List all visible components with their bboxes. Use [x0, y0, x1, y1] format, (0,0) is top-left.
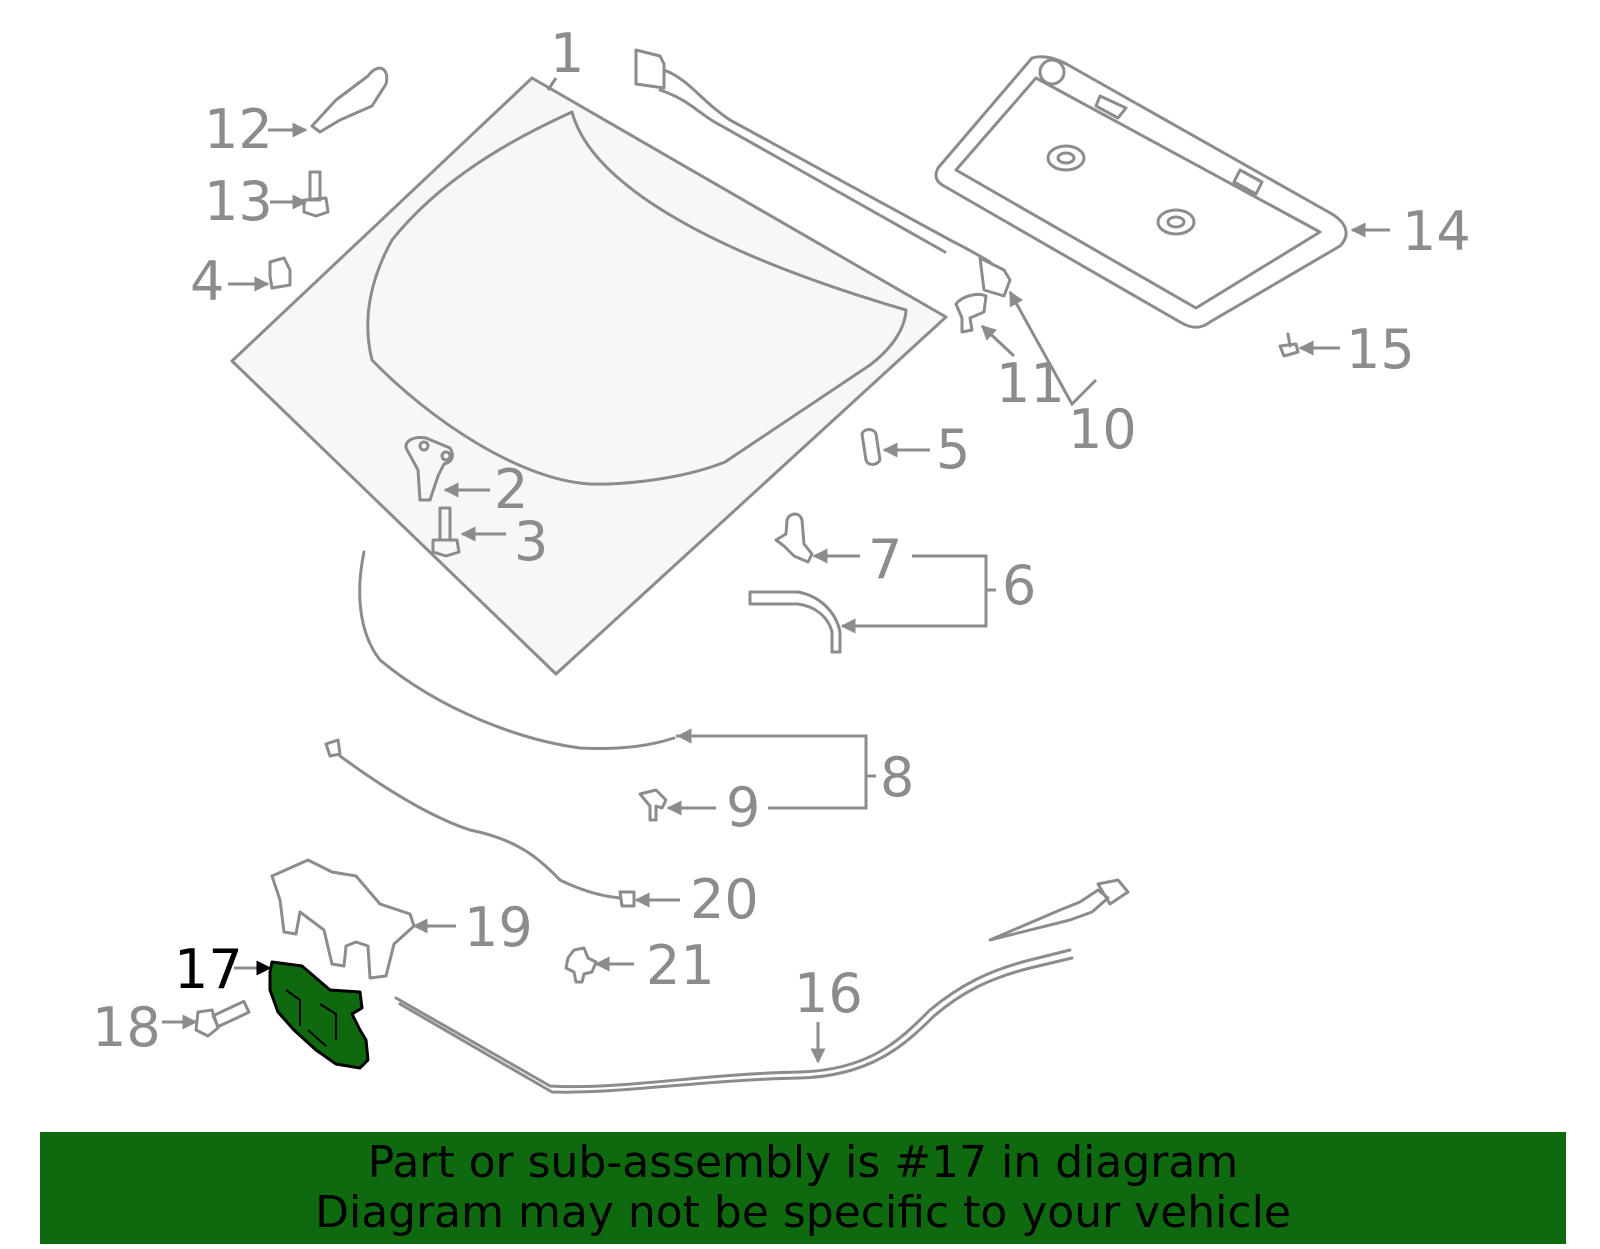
- callout-8: 8: [880, 746, 914, 809]
- callout-1: 1: [550, 22, 584, 85]
- pin-part-21: [564, 946, 598, 984]
- banner-line-disclaimer: Diagram may not be specific to your vehi…: [315, 1187, 1291, 1238]
- stopper-part-5: [860, 428, 882, 466]
- callout-10: 10: [1068, 398, 1137, 461]
- callout-18: 18: [92, 996, 161, 1059]
- info-banner: Part or sub-assembly is #17 in diagram D…: [40, 1132, 1566, 1244]
- callout-17: 17: [174, 938, 243, 1001]
- parts-diagram: 1 2 3 4 5 6 7 8 9 10 11 12 13 14 15 16 1…: [92, 22, 1471, 1094]
- callout-5: 5: [936, 418, 970, 481]
- release-cable-part-16: [394, 878, 1130, 1094]
- callout-4: 4: [190, 250, 224, 313]
- callout-21: 21: [646, 934, 715, 997]
- callout-6: 6: [1002, 554, 1036, 617]
- trim-panel-part-14: [934, 55, 1348, 329]
- callout-9: 9: [726, 776, 760, 839]
- bolt-part-18: [194, 999, 251, 1038]
- bolt-part-13: [302, 170, 330, 218]
- callout-14: 14: [1402, 200, 1471, 263]
- bolt-part-3: [431, 506, 461, 558]
- hinge-part-2: [404, 436, 454, 502]
- banner-line-part-number: Part or sub-assembly is #17 in diagram: [367, 1137, 1239, 1188]
- callout-13: 13: [204, 170, 273, 233]
- callout-7: 7: [868, 528, 902, 591]
- clip-part-9: [638, 788, 668, 822]
- cable-part-20: [324, 738, 636, 908]
- nozzle-part-11: [954, 292, 988, 334]
- callout-11: 11: [996, 352, 1065, 415]
- callout-12: 12: [204, 98, 273, 161]
- callout-19: 19: [464, 896, 533, 959]
- molding-part-6: [748, 590, 842, 654]
- bracket-part-19: [270, 858, 416, 980]
- callout-3: 3: [514, 510, 548, 573]
- callout-2: 2: [494, 458, 528, 521]
- clip-part-15: [1278, 332, 1300, 358]
- washer-hose-part-10: [634, 48, 1012, 298]
- callout-15: 15: [1346, 318, 1415, 381]
- latch-part-17: [268, 960, 370, 1070]
- callout-20: 20: [690, 868, 759, 931]
- liftgate-glass-part-1: [230, 76, 948, 676]
- callout-16: 16: [794, 962, 863, 1025]
- bracket-part-12: [310, 66, 389, 134]
- weatherstrip-part-8: [358, 550, 676, 750]
- leader-lines: [162, 77, 1390, 1064]
- clip-part-7: [774, 512, 814, 564]
- nut-part-4: [268, 256, 292, 290]
